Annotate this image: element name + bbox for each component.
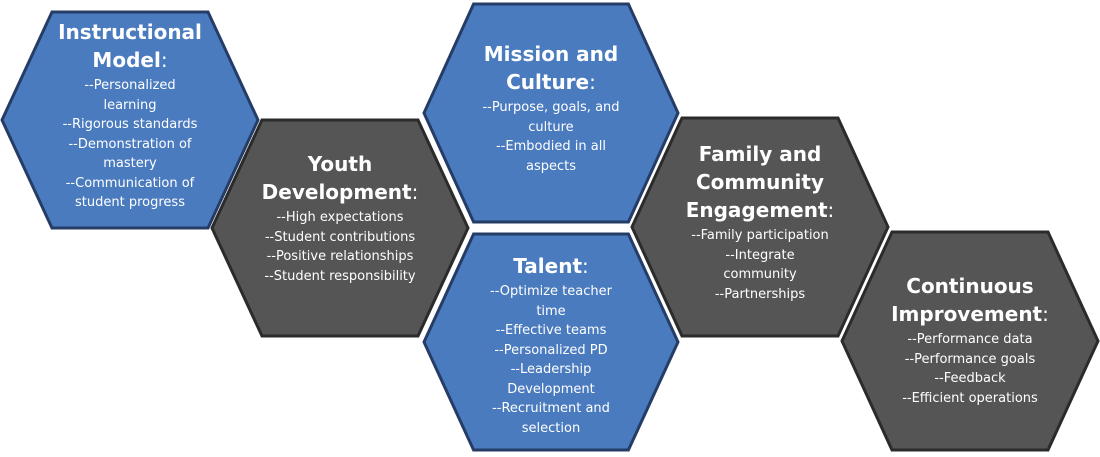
hexagon-title: Youth Development: xyxy=(261,152,419,204)
hexagon-item: --Student contributions xyxy=(264,229,416,245)
hexagon-text-family-and-community-engagement: Family and Community Engagement:--Family… xyxy=(652,140,868,330)
hexagon-item: --Personalized learning xyxy=(84,78,176,113)
hexagon-item: --Performance data xyxy=(907,332,1033,347)
hexagon-title-colon: : xyxy=(411,180,419,204)
hexagon-text-instructional-model: Instructional Model:--Personalized learn… xyxy=(20,18,240,228)
hexagon-youth-development xyxy=(210,118,470,338)
hexagon-item: --Effective teams xyxy=(495,323,607,338)
hexagon-item: --Demonstration of mastery xyxy=(68,136,192,172)
hexagon-item: --Integrate community xyxy=(723,247,797,283)
hexagon-item-list: --High expectations --Student contributio… xyxy=(264,208,415,286)
hexagon-family-and-community-engagement xyxy=(630,116,890,338)
hexagon-mission-and-culture xyxy=(422,2,680,224)
hexagon-item-list: --Purpose, goals, and culture --Embodied … xyxy=(482,98,619,176)
hexagon-title-colon: : xyxy=(589,70,596,94)
hexagon-instructional-model xyxy=(0,10,260,230)
hexagon-title: Continuous Improvement: xyxy=(891,274,1049,326)
hexagon-title: Talent: xyxy=(513,254,589,278)
hexagon-item: --Personalized PD xyxy=(494,342,608,358)
hexagon-item: --Leadership Development xyxy=(507,362,595,397)
hexagon-item: --Recruitment and selection xyxy=(492,401,610,436)
hexagon-item-list: --Optimize teacher time --Effective teams… xyxy=(490,282,612,438)
hexagon-item: --Communication of student progress xyxy=(65,175,195,211)
hexagon-text-youth-development: Youth Development: --High expectations --S… xyxy=(232,150,448,320)
hexagon-text-mission-and-culture: Mission and Culture:--Purpose, goals, an… xyxy=(444,40,658,200)
hexagon-item: --Positive relationships xyxy=(266,249,414,264)
hexagon-title-colon: : xyxy=(582,254,589,278)
hexagon-text-continuous-improvement: Continuous Improvement:--Performance dat… xyxy=(862,272,1078,432)
hexagon-title: Instructional Model: xyxy=(58,20,202,72)
hexagon-title: Family and Community Engagement: xyxy=(685,142,835,222)
hexagon-title: Mission and Culture: xyxy=(483,42,619,94)
hexagon-item: --High expectations xyxy=(276,210,404,225)
hexagon-item: --Performance goals xyxy=(904,351,1036,367)
hexagon-item: --Purpose, goals, and culture xyxy=(482,100,620,135)
hexagon-item: --Partnerships xyxy=(714,286,806,302)
hexagon-continuous-improvement xyxy=(840,230,1100,452)
hexagon-text-talent: Talent: --Optimize teacher time --Effectiv… xyxy=(444,252,658,448)
hexagon-item: --Family participation xyxy=(691,228,829,243)
hexagon-item: --Embodied in all aspects xyxy=(496,139,606,174)
hexagon-item-list: --Performance data --Performance goals --F… xyxy=(902,330,1038,408)
hexagon-title-colon: : xyxy=(1042,302,1049,326)
hexagon-item: --Student responsibility xyxy=(264,268,416,284)
hexagon-item-list: --Personalized learning --Rigorous standa… xyxy=(63,76,198,213)
hexagon-title-colon: : xyxy=(160,48,168,72)
hexagon-item: --Feedback xyxy=(934,371,1006,386)
hexagon-item-list: --Family participation --Integrate commun… xyxy=(691,226,829,304)
hexagon-title-colon: : xyxy=(827,198,835,222)
hexagon-item: --Optimize teacher time xyxy=(490,284,612,319)
hexagon-talent xyxy=(422,232,680,452)
hexagon-item: --Rigorous standards xyxy=(62,117,198,132)
hexagon-item: --Efficient operations xyxy=(902,390,1038,406)
